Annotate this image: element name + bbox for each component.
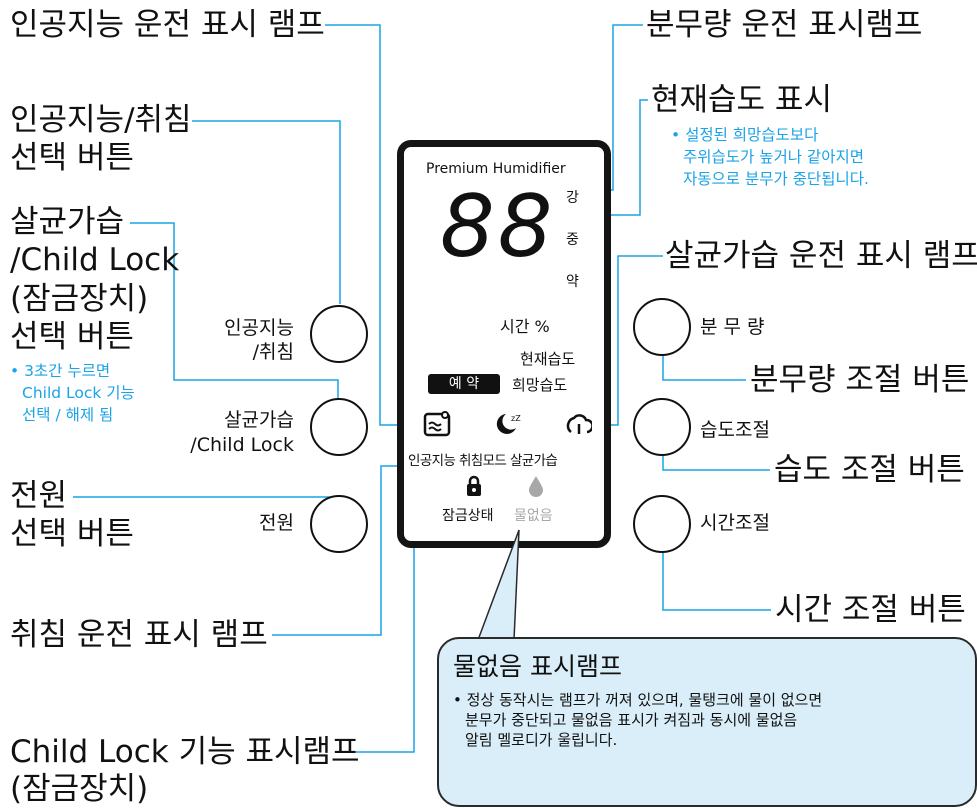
ai-sleep-button[interactable] bbox=[310, 305, 368, 363]
spray-button-label: 분 무 량 bbox=[700, 316, 765, 338]
ai-mode-icon bbox=[423, 411, 451, 437]
label-power-2: 선택 버튼 bbox=[10, 516, 134, 552]
control-panel: Premium Humidifier 88 강 중 약 시간 % 현재습도 예 … bbox=[397, 140, 611, 548]
power-button[interactable] bbox=[310, 495, 368, 553]
level-high: 강 bbox=[566, 190, 579, 206]
label-sterilize-2: /Child Lock bbox=[10, 242, 180, 278]
time-button-label: 시간조절 bbox=[700, 512, 770, 534]
sterilize-button-label-1: 살균가습 bbox=[224, 409, 294, 431]
time-control-button[interactable] bbox=[633, 495, 691, 553]
callout-line-1: • 정상 동작시는 램프가 꺼져 있으며, 물탱크에 물이 없으면 bbox=[453, 691, 823, 709]
note-humidity-1: • 설정된 희망습도보다 bbox=[671, 126, 819, 144]
note-humidity-3: 자동으로 분무가 중단됩니다. bbox=[683, 170, 869, 188]
time-percent-unit: 시간 % bbox=[500, 317, 550, 336]
seven-segment-display: 88 bbox=[440, 177, 556, 277]
label-humidity-button: 습도 조절 버튼 bbox=[774, 452, 965, 488]
ai-button-label-2: /취침 bbox=[252, 341, 294, 363]
sterilize-childlock-button[interactable] bbox=[310, 398, 368, 456]
label-sterilize-1: 살균가습 bbox=[10, 204, 125, 240]
spray-amount-button[interactable] bbox=[633, 298, 691, 356]
label-time-button: 시간 조절 버튼 bbox=[775, 592, 966, 628]
note-sterilize-1: • 3초간 누르면 bbox=[10, 362, 111, 380]
lock-status-label: 잠금상태 bbox=[442, 508, 494, 524]
label-sterilize-4: 선택 버튼 bbox=[10, 319, 134, 355]
sleep-mode-icon: zZ bbox=[496, 414, 521, 434]
desired-humidity-label: 희망습도 bbox=[512, 376, 568, 394]
level-mid: 중 bbox=[566, 232, 579, 248]
brand-text: Premium Humidifier bbox=[426, 161, 566, 177]
label-childlock-lamp-2: (잠금장치) bbox=[10, 771, 149, 807]
sterilize-button-label-2: /Child Lock bbox=[190, 434, 294, 456]
label-ai-sleep-button-2: 선택 버튼 bbox=[10, 140, 134, 176]
sterilize-mode-icon bbox=[566, 414, 592, 434]
lock-icon bbox=[467, 475, 481, 496]
power-button-label: 전원 bbox=[259, 512, 294, 534]
note-humidity-2: 주위습도가 높거나 같아지면 bbox=[683, 148, 864, 166]
label-childlock-lamp-1: Child Lock 기능 표시램프 bbox=[10, 734, 360, 770]
label-spray-button: 분무량 조절 버튼 bbox=[750, 362, 970, 398]
label-sleep-lamp: 취침 운전 표시 램프 bbox=[10, 617, 268, 653]
note-sterilize-3: 선택 / 해제 됨 bbox=[22, 406, 114, 424]
callout-title: 물없음 표시램프 bbox=[453, 652, 622, 681]
label-ai-sleep-button-1: 인공지능/취침 bbox=[10, 102, 192, 138]
label-power-1: 전원 bbox=[10, 478, 68, 514]
humidity-control-button[interactable] bbox=[633, 398, 691, 456]
no-water-label: 물없음 bbox=[514, 508, 553, 524]
water-drop-icon bbox=[529, 476, 543, 497]
callout-line-2: 분무가 중단되고 물없음 표시가 켜짐과 동시에 물없음 bbox=[465, 711, 798, 729]
label-sterilize-lamp: 살균가습 운전 표시 램프 bbox=[665, 238, 977, 274]
note-sterilize-2: Child Lock 기능 bbox=[22, 384, 135, 402]
mode-labels: 인공지능 취침모드 살균가습 bbox=[408, 453, 558, 469]
no-water-callout: 물없음 표시램프 • 정상 동작시는 램프가 꺼져 있으며, 물탱크에 물이 없… bbox=[437, 637, 977, 807]
svg-text:zZ: zZ bbox=[511, 414, 521, 423]
ai-button-label-1: 인공지능 bbox=[224, 317, 294, 339]
label-ai-lamp: 인공지능 운전 표시 램프 bbox=[10, 7, 325, 43]
current-humidity-label: 현재습도 bbox=[520, 350, 576, 368]
label-humidity-display: 현재습도 표시 bbox=[651, 82, 832, 118]
label-spray-lamp: 분무량 운전 표시램프 bbox=[646, 7, 923, 43]
humidity-button-label: 습도조절 bbox=[700, 419, 770, 441]
reservation-badge: 예 약 bbox=[428, 374, 500, 394]
label-sterilize-3: (잠금장치) bbox=[10, 281, 149, 317]
level-low: 약 bbox=[566, 274, 579, 290]
callout-line-3: 알림 멜로디가 울립니다. bbox=[465, 731, 618, 749]
